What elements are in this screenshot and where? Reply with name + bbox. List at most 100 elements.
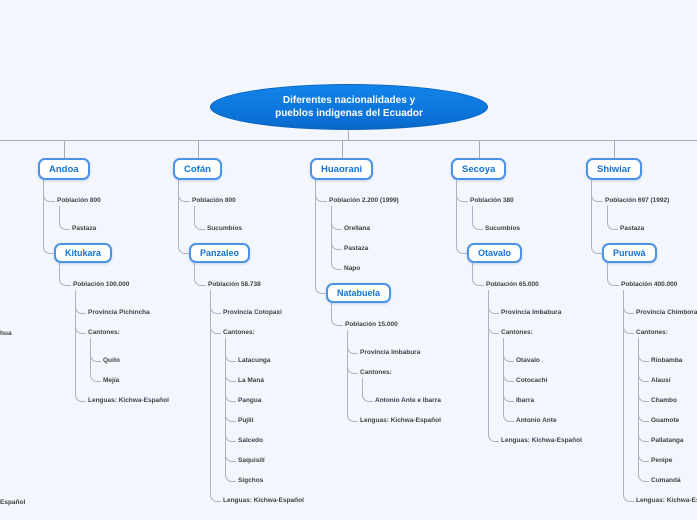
node-shiwiar[interactable]: Shiwiar <box>586 158 642 180</box>
node-natabuela[interactable]: Natabuela <box>326 283 392 303</box>
connector-line <box>623 290 634 502</box>
tree-item-label[interactable]: Pangua <box>238 397 262 404</box>
top-rail-line <box>0 140 697 141</box>
tree-item-label[interactable]: Pastaza <box>344 245 369 252</box>
tree-item-label[interactable]: Lenguas: Kichwa-Español <box>636 497 697 504</box>
connector-line <box>331 206 342 270</box>
tree-item-label[interactable]: Cumandá <box>651 477 681 484</box>
tree-item-label[interactable]: Guamote <box>651 417 680 424</box>
node-andoa[interactable]: Andoa <box>38 158 90 180</box>
connector-line <box>638 338 649 482</box>
tree-item-label[interactable]: Napo <box>344 265 361 272</box>
tree-item-label[interactable]: Población 58.738 <box>208 281 261 288</box>
connector-line <box>607 206 618 230</box>
tree-item-label[interactable]: Pastaza <box>620 225 645 232</box>
tree-item-label[interactable]: Población 800 <box>192 197 236 204</box>
connector-line <box>456 180 467 254</box>
tree-item-label[interactable]: Población 697 (1992) <box>605 197 670 204</box>
connector-line <box>472 206 483 230</box>
connector-line <box>43 180 54 254</box>
node-otavalo[interactable]: Otavalo <box>467 243 523 263</box>
tree-item-label[interactable]: Población 800 <box>57 197 101 204</box>
root-node[interactable]: Diferentes nacionalidades y pueblos indi… <box>210 84 488 130</box>
tree-item-label[interactable]: Población 380 <box>470 197 514 204</box>
connector-line <box>194 263 206 286</box>
tree-item-label[interactable]: Lenguas: Kichwa-Español <box>360 417 441 424</box>
tree-item-label[interactable]: Provincia Imbabura <box>501 309 562 316</box>
tree-item-label[interactable]: Provincia Imbabura <box>360 349 421 356</box>
connector-line <box>472 263 484 286</box>
tree-item-label[interactable]: Saquisilí <box>238 457 265 464</box>
connector-line <box>75 290 86 402</box>
tree-item-label[interactable]: Provincia Chimborazo <box>636 309 697 316</box>
connector-line <box>607 263 619 286</box>
tree-item-label[interactable]: Provincia Pichincha <box>88 309 150 316</box>
tree-item-label[interactable]: Población 400.000 <box>621 281 678 288</box>
connector-line <box>194 206 205 230</box>
tree-item-label[interactable]: Otavalo <box>516 357 540 364</box>
tree-item-label[interactable]: Cantones: <box>360 369 392 376</box>
tree-item-label[interactable]: Mejía <box>103 377 120 384</box>
tree-item-label[interactable]: Pujilí <box>238 417 254 424</box>
tree-item-label[interactable]: Lenguas: Kichwa-Español <box>501 437 582 444</box>
connector-line <box>488 290 499 442</box>
connector-line <box>315 180 326 294</box>
node-secoya[interactable]: Secoya <box>451 158 507 180</box>
tree-item-label[interactable]: Cotocachi <box>516 377 548 384</box>
root-title-line2: pueblos indigenas del Ecuador <box>275 108 423 119</box>
tree-item-label[interactable]: Población 2.200 (1999) <box>329 197 399 204</box>
tree-item-label[interactable]: Salcedo <box>238 437 263 444</box>
clipped-text-left-bottom: Español <box>0 499 26 506</box>
connector-line <box>225 338 236 482</box>
node-puruwa[interactable]: Puruwá <box>602 243 657 263</box>
tree-item-label[interactable]: Quito <box>103 357 120 364</box>
connector-line <box>362 378 373 402</box>
tree-item-label[interactable]: Cantones: <box>88 329 120 336</box>
tree-item-label[interactable]: Lenguas: Kichwa-Español <box>88 397 169 404</box>
tree-item-label[interactable]: Sucumbíos <box>207 225 243 232</box>
branch-connector-line <box>614 140 615 158</box>
connector-line <box>331 303 343 326</box>
clipped-text-left-mid: hua <box>0 330 12 337</box>
node-panzaleo[interactable]: Panzaleo <box>189 243 251 263</box>
tree-item-label[interactable]: Lenguas: Kichwa-Español <box>223 497 304 504</box>
tree-item-label[interactable]: Pallatanga <box>651 437 684 444</box>
tree-item-label[interactable]: Sigchos <box>238 477 264 484</box>
tree-item-label[interactable]: Provincia Cotopaxi <box>223 309 282 316</box>
tree-item-label[interactable]: Alausí <box>651 377 671 384</box>
connector-line <box>59 263 71 286</box>
tree-item-label[interactable]: Cantones: <box>636 329 668 336</box>
tree-item-label[interactable]: Ibarra <box>516 397 535 404</box>
branch-connector-line <box>479 140 480 158</box>
connector-line <box>591 180 602 254</box>
branch-connector-line <box>64 140 65 158</box>
connector-line <box>90 338 101 382</box>
tree-item-label[interactable]: La Maná <box>238 377 265 384</box>
node-cofa-n[interactable]: Cofán <box>173 158 222 180</box>
node-kitukara[interactable]: Kitukara <box>54 243 113 263</box>
tree-item-label[interactable]: Sucumbíos <box>485 225 521 232</box>
tree-item-label[interactable]: Población 65.000 <box>486 281 539 288</box>
tree-item-label[interactable]: Población 100.000 <box>73 281 130 288</box>
tree-item-label[interactable]: Antonio Ante e Ibarra <box>375 397 441 404</box>
tree-item-label[interactable]: Cantones: <box>223 329 255 336</box>
root-title-line1: Diferentes nacionalidades y <box>282 95 416 106</box>
tree-item-label[interactable]: Chambo <box>651 397 677 404</box>
tree-item-label[interactable]: Penipe <box>651 457 673 464</box>
connector-line <box>59 206 70 230</box>
connector-line <box>210 290 221 502</box>
tree-item-label[interactable]: Antonio Ante <box>516 417 557 424</box>
tree-item-label[interactable]: Pastaza <box>72 225 97 232</box>
branch-connector-line <box>198 140 199 158</box>
node-huaorani[interactable]: Huaorani <box>310 158 374 180</box>
tree-item-label[interactable]: Latacunga <box>238 357 271 364</box>
connector-line <box>347 330 358 422</box>
tree-item-label[interactable]: Orellana <box>344 225 371 232</box>
tree-item-label[interactable]: Cantones: <box>501 329 533 336</box>
branch-connector-line <box>342 140 343 158</box>
root-connector-line <box>348 127 349 140</box>
connector-line <box>503 338 514 422</box>
tree-item-label[interactable]: Riobamba <box>651 357 683 364</box>
tree-item-label[interactable]: Población 15.000 <box>345 321 398 328</box>
